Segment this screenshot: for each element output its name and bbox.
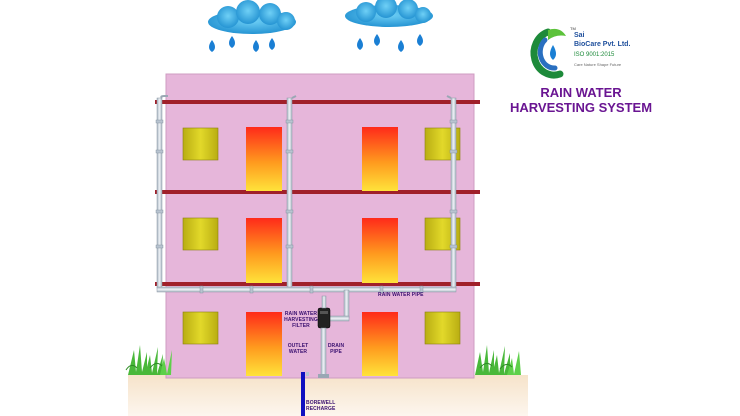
plant-left-icon — [125, 345, 172, 375]
logo-trademark: TM — [570, 26, 576, 31]
plant-right-icon — [475, 345, 521, 375]
logo-company-name-line2: BioCare Pvt. Ltd. — [574, 41, 631, 48]
roof-slab — [155, 100, 480, 104]
drain-pipe-label: DRAIN PIPE — [326, 343, 346, 355]
doors — [246, 127, 398, 376]
window — [424, 311, 461, 345]
borewell-pipe — [301, 372, 305, 416]
drain-pipe-label-line: PIPE — [330, 349, 342, 355]
door — [246, 127, 282, 191]
window — [182, 127, 219, 161]
company-logo-icon — [530, 28, 566, 79]
borewell-recharge-label-line: BOREWELL — [306, 400, 336, 406]
outlet-water-label-line: WATER — [288, 349, 308, 355]
logo-tagline: Care Nature Shape Future — [574, 62, 622, 67]
floor-slab-2 — [155, 190, 480, 194]
borewell-recharge-label-line: RECHARGE — [306, 406, 336, 412]
borewell-recharge-label: BOREWELL RECHARGE — [306, 400, 335, 412]
outlet-pipes — [306, 327, 329, 378]
outlet-water-label-line: OUTLET — [287, 343, 309, 349]
window — [182, 217, 219, 251]
collector-pipe — [156, 285, 457, 322]
door — [362, 127, 398, 191]
logo-iso: ISO 9001:2015 — [574, 52, 615, 58]
raindrop-icons — [209, 34, 423, 52]
rain-water-pipe-label: RAIN WATER PIPE — [378, 292, 424, 298]
diagram-title-line1: RAIN WATER — [540, 85, 622, 100]
diagram-title-line2: HARVESTING SYSTEM — [509, 100, 653, 115]
door — [362, 312, 398, 376]
window — [182, 311, 219, 345]
filter-label-line: FILTER — [292, 323, 310, 329]
door — [246, 312, 282, 376]
filter-label-line: HARVESTING — [284, 317, 318, 323]
filter-label: RAIN WATER HARVESTING FILTER — [284, 311, 318, 329]
logo-company-name-line1: Sai — [574, 32, 585, 39]
outlet-water-label: OUTLET WATER — [286, 343, 310, 355]
filter-label-line: RAIN WATER — [284, 311, 318, 317]
cloud-icon — [208, 0, 296, 34]
floor-slab-1 — [155, 282, 480, 286]
ground — [128, 375, 528, 416]
cloud-icon — [345, 0, 433, 27]
door — [362, 218, 398, 283]
drain-pipe-label-line: DRAIN — [327, 343, 345, 349]
door — [246, 218, 282, 283]
